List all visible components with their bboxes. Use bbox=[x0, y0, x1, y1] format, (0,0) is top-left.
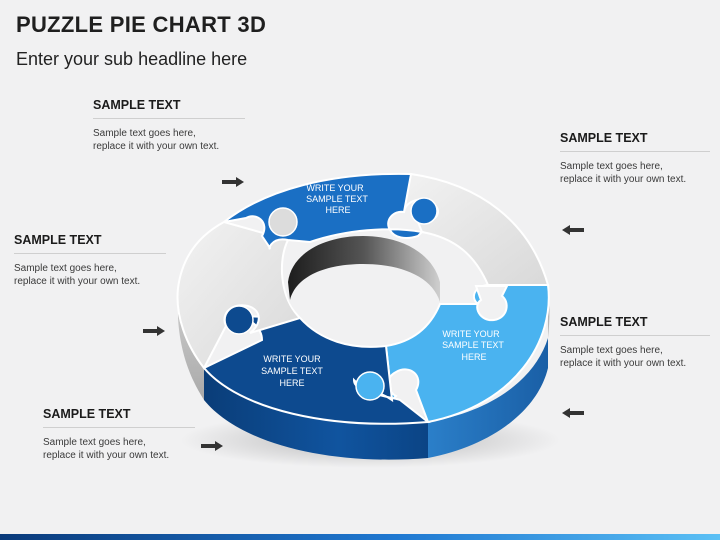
page-title: PUZZLE PIE CHART 3D bbox=[16, 12, 267, 37]
piece-top-label-line3: HERE bbox=[325, 205, 350, 215]
arrow-right-icon bbox=[143, 326, 165, 336]
callout-title: SAMPLE TEXT bbox=[560, 315, 710, 336]
piece-bottom-left-label-line2: SAMPLE TEXT bbox=[261, 366, 323, 376]
puzzle-piece-light-blue bbox=[384, 284, 550, 424]
side-wall-dark-blue bbox=[204, 368, 428, 460]
callout-bottom-left: SAMPLE TEXT Sample text goes here, repla… bbox=[43, 407, 195, 462]
page-subtitle: Enter your sub headline here bbox=[16, 49, 248, 69]
footer-accent-bar bbox=[0, 534, 720, 540]
side-wall-light-blue bbox=[428, 338, 548, 458]
callout-title: SAMPLE TEXT bbox=[14, 233, 166, 254]
callout-text-line2: replace it with your own text. bbox=[560, 358, 687, 369]
callout-middle-right: SAMPLE TEXT Sample text goes here, repla… bbox=[560, 315, 710, 370]
puzzle-knob-top bbox=[410, 197, 438, 225]
arrow-right-icon bbox=[201, 441, 223, 451]
arrow-left-icon bbox=[562, 225, 584, 235]
piece-right-label-line3: HERE bbox=[461, 352, 486, 362]
callout-text-line2: replace it with your own text. bbox=[14, 276, 141, 287]
donut-hole-inner-wall bbox=[288, 236, 440, 302]
callout-text-line1: Sample text goes here, bbox=[93, 128, 196, 139]
arrow-left-icon bbox=[562, 408, 584, 418]
callout-text-line1: Sample text goes here, bbox=[14, 263, 117, 274]
callout-text-line1: Sample text goes here, bbox=[560, 161, 663, 172]
callout-title: SAMPLE TEXT bbox=[560, 131, 710, 152]
callout-top-left: SAMPLE TEXT Sample text goes here, repla… bbox=[93, 98, 245, 153]
piece-bottom-left-label-line1: WRITE YOUR bbox=[263, 354, 321, 364]
piece-top-label-line2: SAMPLE TEXT bbox=[306, 194, 368, 204]
arrow-right-icon bbox=[222, 177, 244, 187]
callout-middle-left: SAMPLE TEXT Sample text goes here, repla… bbox=[14, 233, 166, 288]
puzzle-knob-upper-left bbox=[268, 207, 298, 237]
puzzle-knob-lower-left bbox=[224, 305, 254, 335]
callout-text-line2: replace it with your own text. bbox=[43, 450, 170, 461]
piece-right-label-line2: SAMPLE TEXT bbox=[442, 340, 504, 350]
piece-top-label-line1: WRITE YOUR bbox=[306, 183, 364, 193]
callout-text-line1: Sample text goes here, bbox=[560, 345, 663, 356]
callout-text-line2: replace it with your own text. bbox=[560, 174, 687, 185]
puzzle-piece-grey-left bbox=[176, 220, 302, 370]
piece-right-label-line1: WRITE YOUR bbox=[442, 329, 500, 339]
puzzle-knob-light-blue bbox=[474, 285, 509, 322]
callout-title: SAMPLE TEXT bbox=[93, 98, 245, 119]
piece-bottom-left-label-line3: HERE bbox=[279, 378, 304, 388]
callout-title: SAMPLE TEXT bbox=[43, 407, 195, 428]
callout-top-right: SAMPLE TEXT Sample text goes here, repla… bbox=[560, 131, 710, 186]
puzzle-knob-bottom bbox=[355, 371, 385, 401]
callout-text-line1: Sample text goes here, bbox=[43, 437, 146, 448]
callout-text-line2: replace it with your own text. bbox=[93, 141, 220, 152]
